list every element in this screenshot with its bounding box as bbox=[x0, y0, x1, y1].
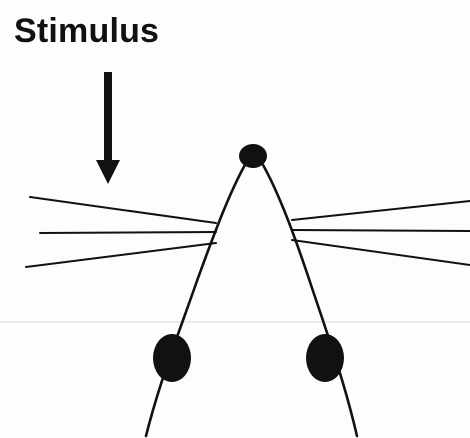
head-left-contour bbox=[144, 161, 248, 438]
arrow-shaft bbox=[104, 72, 112, 164]
whisker-left-3 bbox=[25, 242, 217, 268]
whisker-right-2 bbox=[291, 229, 470, 232]
stimulus-arrow bbox=[96, 72, 120, 184]
rat-head-outline bbox=[144, 161, 359, 438]
whisker-left-1 bbox=[29, 196, 217, 224]
whisker-right-3 bbox=[291, 239, 470, 266]
whiskers-right bbox=[291, 200, 470, 266]
nose-dot bbox=[239, 144, 267, 168]
whisker-left-2 bbox=[39, 231, 217, 234]
stimulus-label: Stimulus bbox=[14, 12, 160, 50]
ear-right bbox=[306, 334, 344, 382]
head-right-contour bbox=[260, 161, 359, 438]
whiskers-left bbox=[25, 196, 217, 268]
arrow-head bbox=[96, 160, 120, 184]
whisker-right-1 bbox=[291, 200, 470, 221]
ear-left bbox=[153, 334, 191, 382]
